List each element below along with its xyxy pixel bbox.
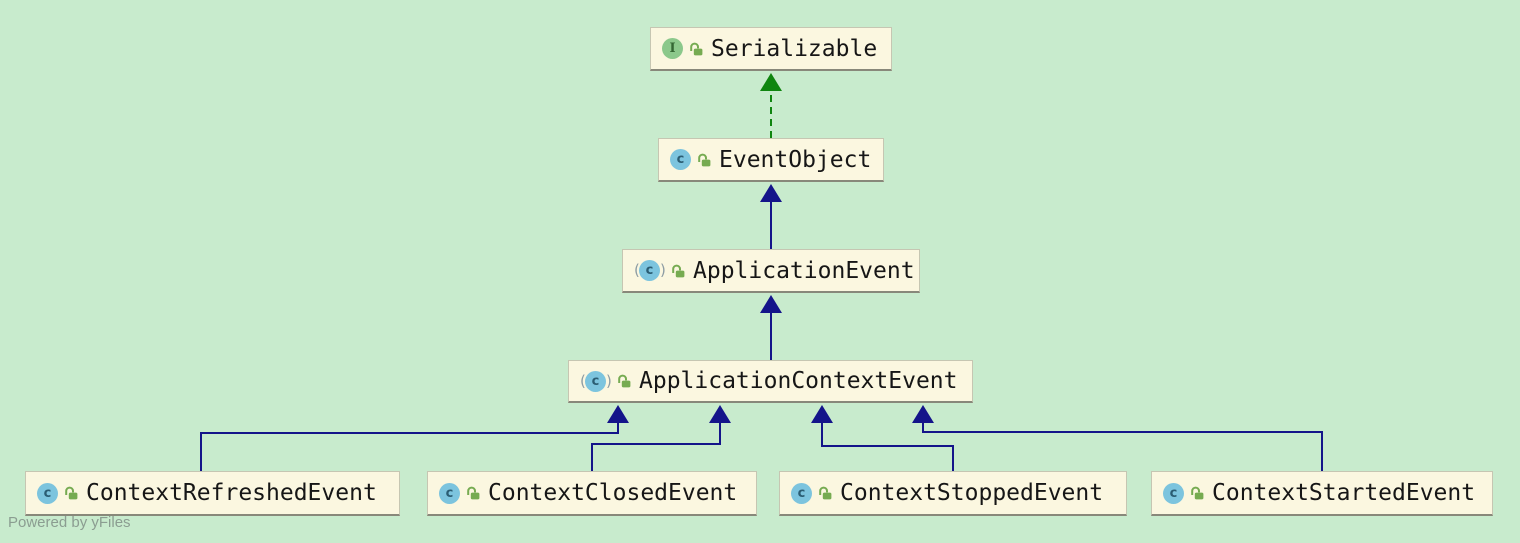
- abstract-class-icon: (c): [634, 260, 666, 281]
- extends-edge-context-closed-event: [591, 405, 731, 471]
- class-node-serializable[interactable]: I Serializable: [650, 27, 892, 71]
- class-node-application-event[interactable]: (c) ApplicationEvent: [622, 249, 920, 293]
- class-name-label: ContextClosedEvent: [488, 480, 738, 506]
- class-name-label: ContextStoppedEvent: [840, 480, 1104, 506]
- extends-arrowhead-icon: [709, 405, 731, 423]
- class-name-label: ApplicationContextEvent: [639, 368, 958, 394]
- class-node-context-stopped-event[interactable]: c ContextStoppedEvent: [779, 471, 1127, 516]
- class-name-label: ApplicationEvent: [693, 257, 915, 284]
- class-name-label: Serializable: [711, 35, 878, 62]
- extends-edge-application-context-event: [760, 295, 782, 360]
- class-node-event-object[interactable]: c EventObject: [658, 138, 884, 182]
- class-icon: c: [37, 482, 58, 504]
- extends-edge-application-event: [760, 184, 782, 249]
- implements-arrowhead-icon: [760, 73, 782, 91]
- public-lock-icon: [817, 485, 833, 501]
- class-node-context-started-event[interactable]: c ContextStartedEvent: [1151, 471, 1493, 516]
- class-name-label: ContextStartedEvent: [1212, 480, 1476, 506]
- class-name-label: EventObject: [719, 146, 872, 173]
- extends-edge-context-started-event: [912, 405, 1323, 471]
- class-node-context-refreshed-event[interactable]: c ContextRefreshedEvent: [25, 471, 400, 516]
- class-name-label: ContextRefreshedEvent: [86, 480, 377, 506]
- class-icon: c: [670, 149, 691, 170]
- implements-edge-event-object: [760, 73, 782, 138]
- class-node-context-closed-event[interactable]: c ContextClosedEvent: [427, 471, 757, 516]
- extends-arrowhead-icon: [912, 405, 934, 423]
- extends-edge-context-stopped-event: [811, 405, 954, 471]
- yfiles-watermark: Powered by yFiles: [8, 514, 131, 531]
- public-lock-icon: [63, 485, 79, 501]
- class-node-application-context-event[interactable]: (c) ApplicationContextEvent: [568, 360, 973, 403]
- public-lock-icon: [465, 485, 481, 501]
- public-lock-icon: [670, 263, 686, 279]
- extends-edge-context-refreshed-event: [200, 405, 629, 471]
- interface-icon: I: [662, 38, 683, 59]
- public-lock-icon: [616, 373, 632, 389]
- public-lock-icon: [688, 41, 704, 57]
- extends-arrowhead-icon: [811, 405, 833, 423]
- extends-arrowhead-icon: [760, 184, 782, 202]
- public-lock-icon: [1189, 485, 1205, 501]
- extends-arrowhead-icon: [760, 295, 782, 313]
- class-icon: c: [439, 482, 460, 504]
- class-icon: c: [1163, 482, 1184, 504]
- public-lock-icon: [696, 152, 712, 168]
- class-icon: c: [791, 482, 812, 504]
- extends-arrowhead-icon: [607, 405, 629, 423]
- abstract-class-icon: (c): [580, 370, 612, 392]
